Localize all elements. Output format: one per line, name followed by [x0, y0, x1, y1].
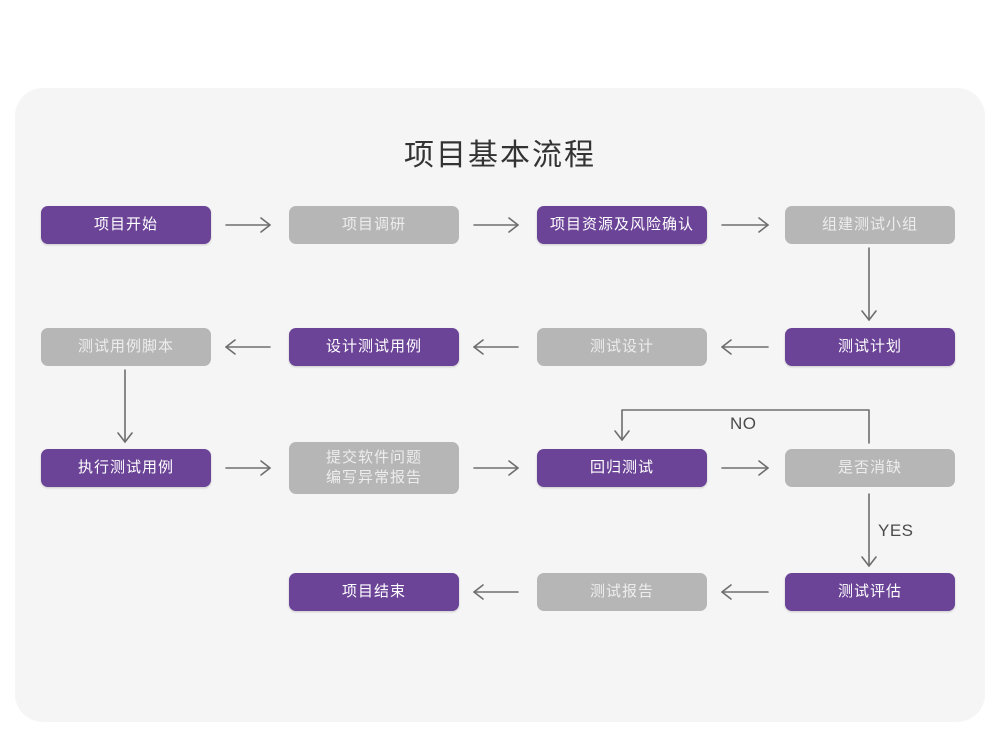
node-submit-issue-report[interactable]: 提交软件问题 编写异常报告	[289, 442, 459, 494]
node-regression-test[interactable]: 回归测试	[537, 449, 707, 487]
node-label: 项目结束	[341, 583, 406, 601]
node-label: 设计测试用例	[325, 338, 422, 356]
flowchart-card	[15, 88, 985, 722]
node-label-multiline: 提交软件问题 编写异常报告	[295, 448, 453, 488]
node-label: 测试设计	[589, 338, 654, 356]
edge-label-yes: YES	[878, 521, 914, 540]
node-project-research[interactable]: 项目调研	[289, 206, 459, 244]
node-execute-test-case[interactable]: 执行测试用例	[41, 449, 211, 487]
node-label: 组建测试小组	[821, 216, 918, 234]
node-label-line1: 提交软件问题	[325, 449, 422, 467]
node-label: 测试评估	[837, 583, 902, 601]
node-label: 项目开始	[93, 216, 158, 234]
node-label-line2: 编写异常报告	[325, 469, 422, 486]
node-project-end[interactable]: 项目结束	[289, 573, 459, 611]
node-form-test-team[interactable]: 组建测试小组	[785, 206, 955, 244]
node-test-case-script[interactable]: 测试用例脚本	[41, 328, 211, 366]
node-label: 执行测试用例	[77, 459, 174, 477]
node-label: 测试用例脚本	[77, 338, 174, 356]
node-label: 项目调研	[341, 216, 406, 234]
node-test-design[interactable]: 测试设计	[537, 328, 707, 366]
node-defect-resolved[interactable]: 是否消缺	[785, 449, 955, 487]
node-label: 是否消缺	[837, 459, 902, 477]
node-project-start[interactable]: 项目开始	[41, 206, 211, 244]
node-test-plan[interactable]: 测试计划	[785, 328, 955, 366]
node-label: 回归测试	[589, 459, 654, 477]
node-test-report[interactable]: 测试报告	[537, 573, 707, 611]
edge-label-no: NO	[730, 414, 757, 433]
node-label: 测试计划	[837, 338, 902, 356]
node-resource-risk-confirm[interactable]: 项目资源及风险确认	[537, 206, 707, 244]
node-label: 测试报告	[589, 583, 654, 601]
node-test-evaluation[interactable]: 测试评估	[785, 573, 955, 611]
node-design-test-case[interactable]: 设计测试用例	[289, 328, 459, 366]
node-label: 项目资源及风险确认	[549, 216, 694, 234]
page-title: 项目基本流程	[404, 139, 596, 172]
